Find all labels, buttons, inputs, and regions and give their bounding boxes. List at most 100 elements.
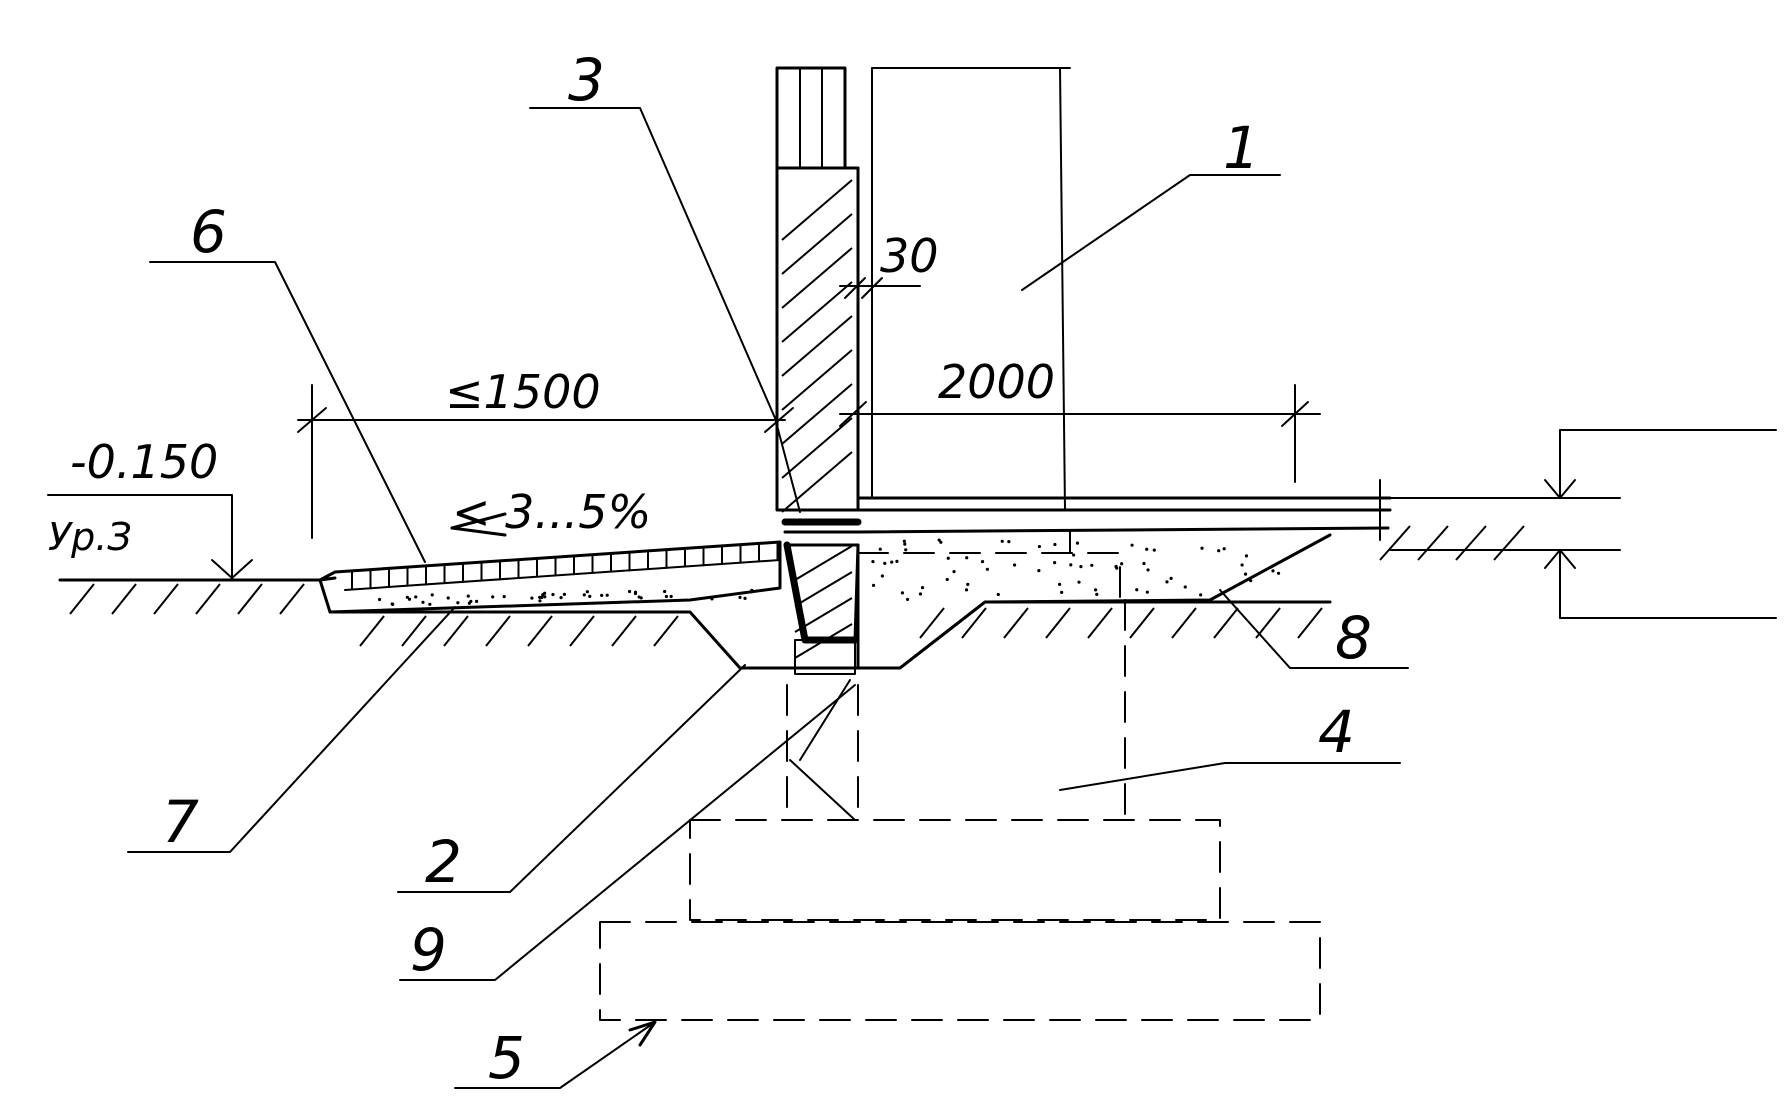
aggregate-dot (1000, 539, 1004, 543)
hatch-stroke (153, 583, 179, 615)
level-marks (1319, 429, 1777, 619)
hatch-stroke (1171, 607, 1197, 639)
hatch-stroke (69, 583, 95, 615)
aggregate-dot (871, 559, 875, 564)
aggregate-dot (1053, 542, 1057, 547)
aggregate-dot (1069, 563, 1073, 567)
aggregate-dot (985, 567, 990, 571)
hatch-stroke (781, 213, 853, 275)
aggregate-dot (1115, 566, 1119, 570)
aggregate-dot (562, 592, 567, 596)
hatch-stroke (781, 281, 853, 343)
aggregate-dot (428, 602, 432, 606)
aggregate-dot (1271, 569, 1275, 573)
aggregate-dot (980, 559, 985, 564)
hatch-stroke (1455, 525, 1487, 561)
aggregate-dot (1183, 585, 1187, 589)
callout-2: 2 (425, 828, 462, 896)
aggregate-dot (669, 594, 673, 599)
aggregate-dot (538, 595, 542, 599)
hatch-stroke (781, 179, 853, 241)
dim-30-label: 30 (880, 229, 939, 283)
aggregate-dot (1165, 580, 1169, 584)
aggregate-dot (1222, 547, 1226, 551)
aggregate-dot (738, 595, 742, 599)
aggregate-dot (743, 596, 747, 600)
aggregate-dot (880, 574, 884, 578)
aggregate-dot (421, 600, 425, 604)
dim-1500 (297, 384, 794, 539)
aggregate-dot (966, 582, 970, 586)
hatch-stroke (611, 615, 637, 647)
leaders (127, 107, 1409, 1089)
aggregate-dot (904, 548, 908, 552)
aggregate-dot (871, 583, 876, 587)
aggregate-dot (1072, 553, 1076, 557)
hatch-stroke (781, 451, 853, 513)
aggregate-dot (538, 599, 542, 603)
aggregate-dot (1217, 549, 1221, 553)
aggregate-dot (900, 591, 905, 595)
aggregate-dot (883, 561, 887, 565)
aggregate-dot (530, 596, 534, 600)
aggregate-dot (1090, 563, 1094, 567)
aggregate-dot (664, 594, 669, 599)
aggregate-dot (1075, 541, 1080, 545)
aggregate-dot (1145, 590, 1149, 594)
hatch-stroke (195, 583, 221, 615)
aggregate-dot (937, 538, 941, 542)
blind-area (318, 540, 782, 614)
aggregate-dot (996, 592, 1000, 597)
aggregate-dot (895, 559, 899, 563)
aggregate-dot (1053, 561, 1057, 565)
callout-6: 6 (190, 198, 227, 266)
aggregate-dot (1244, 554, 1249, 558)
dim-2000-label: 2000 (938, 355, 1055, 409)
level-mark-name: Ур.З (48, 515, 132, 559)
aggregate-dot (1142, 561, 1146, 566)
hatch-stroke (1493, 525, 1525, 561)
aggregate-dot (407, 597, 412, 601)
aggregate-dot (1077, 580, 1081, 584)
wall (775, 66, 860, 513)
hatch-stroke (781, 247, 853, 309)
aggregate-dot (627, 589, 632, 594)
aggregate-dot (663, 589, 667, 594)
aggregate-dot (903, 542, 907, 546)
aggregate-dot (405, 595, 409, 599)
hatch-stroke (569, 615, 595, 647)
hatch-stroke (111, 583, 137, 615)
aggregate-dot (543, 595, 547, 599)
hatch-stroke (401, 615, 427, 647)
aggregate-dot (1145, 547, 1149, 551)
dim-1500-label: ≤1500 (445, 365, 601, 419)
aggregate-dot (582, 593, 586, 597)
aggregate-dot (1135, 588, 1139, 592)
floor-preparation (856, 496, 1392, 670)
hatch-stroke (794, 597, 853, 633)
hatch-stroke (794, 545, 853, 581)
aggregate-dot (1243, 572, 1248, 576)
dim-30 (839, 277, 921, 299)
aggregate-dot (588, 594, 592, 598)
aggregate-dot (964, 588, 969, 592)
hatch-stroke (1213, 607, 1239, 639)
aggregate-dot (475, 599, 479, 603)
level-mark-value: -0.150 (70, 435, 218, 489)
aggregate-dot (905, 597, 910, 602)
hatch-stroke (794, 571, 853, 607)
hatch-stroke (781, 383, 853, 445)
aggregate-dot (446, 596, 450, 600)
hatch-stroke (781, 417, 853, 479)
aggregate-dot (633, 591, 638, 596)
callout-9: 9 (410, 916, 447, 984)
aggregate-dot (551, 592, 555, 597)
callout-1: 1 (1223, 114, 1260, 182)
hatch-stroke (485, 615, 511, 647)
aggregate-dot (1057, 582, 1062, 586)
aggregate-dot (1169, 576, 1173, 580)
aggregate-dot (414, 595, 418, 599)
hatch-stroke (781, 315, 853, 377)
aggregate-dot (1130, 543, 1134, 547)
